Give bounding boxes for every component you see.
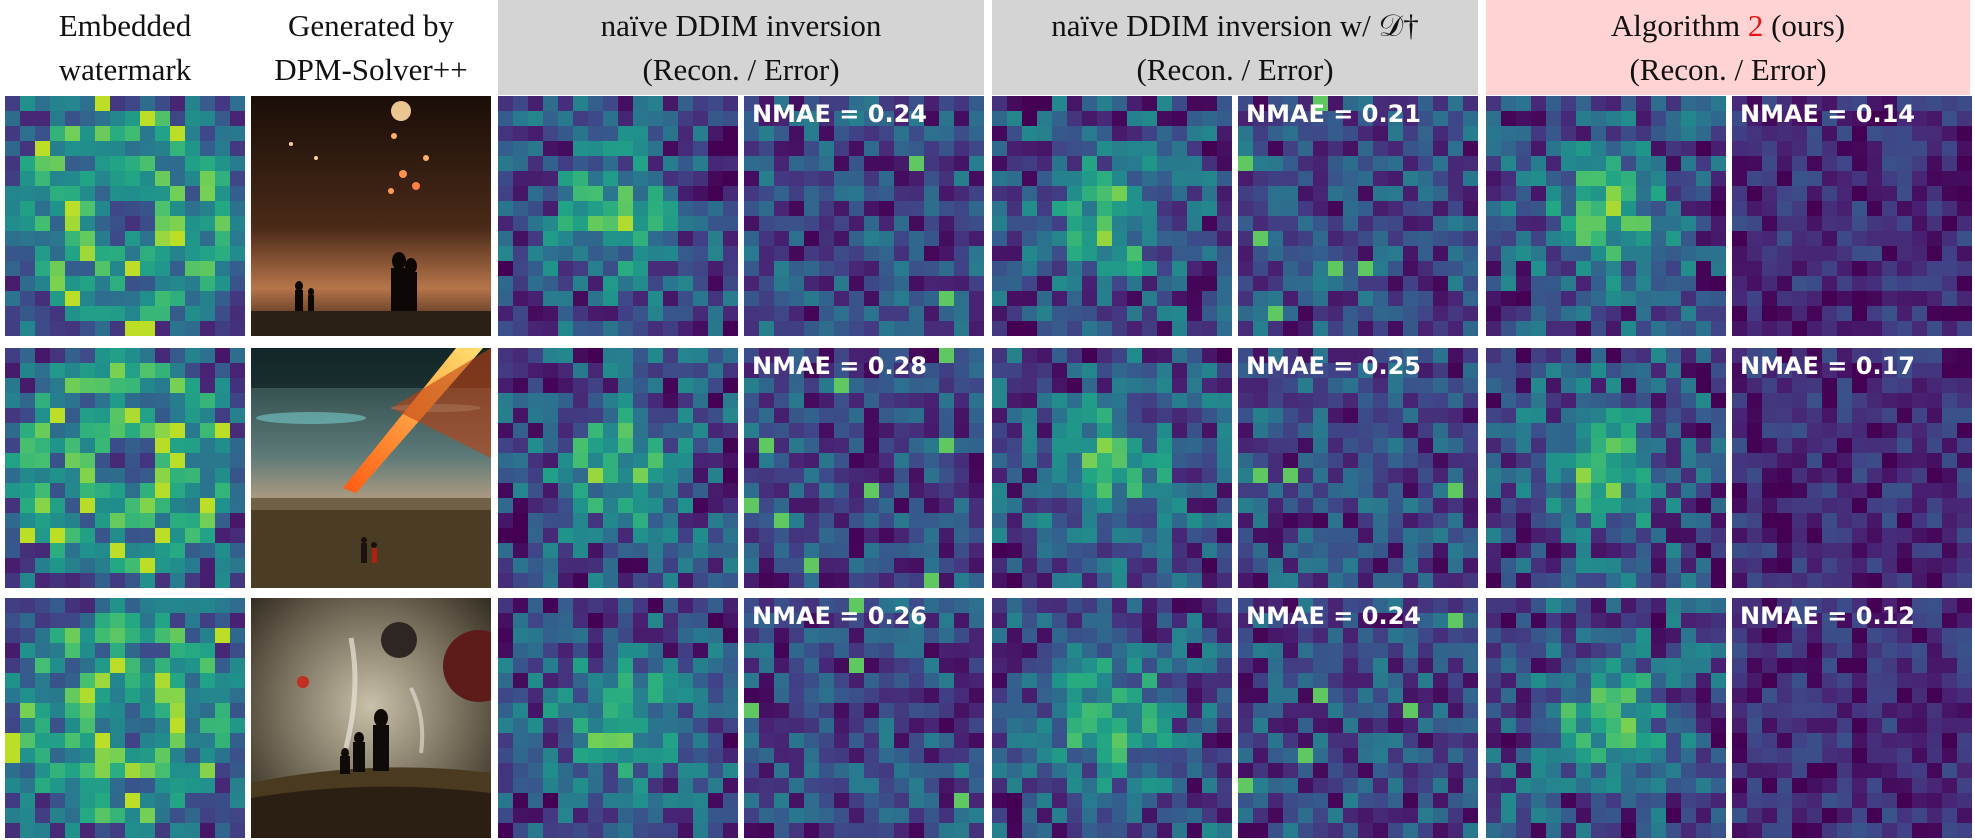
header-line: DPM-Solver++ bbox=[274, 51, 468, 87]
generated-image-fiery-beam-over-field-with-two-people bbox=[251, 348, 491, 588]
nmae-label: NMAE = 0.28 bbox=[752, 352, 927, 380]
nmae-label: NMAE = 0.21 bbox=[1246, 100, 1421, 128]
nmae-label: NMAE = 0.12 bbox=[1740, 602, 1915, 630]
error-pattern bbox=[1732, 598, 1972, 838]
header-embedded-watermark: Embedded watermark bbox=[5, 0, 245, 95]
error-heatmap: NMAE = 0.12 bbox=[1732, 598, 1972, 838]
error-pattern bbox=[1238, 348, 1478, 588]
reconstruction-heatmap bbox=[1486, 96, 1726, 336]
watermark-pattern bbox=[5, 348, 245, 588]
generated-image-floating-planets-with-family-on-hill bbox=[251, 598, 491, 838]
reconstruction-pattern bbox=[1486, 96, 1726, 336]
header-line: naïve DDIM inversion w/ 𝒟† bbox=[1051, 7, 1419, 43]
error-heatmap: NMAE = 0.17 bbox=[1732, 348, 1972, 588]
error-pattern bbox=[744, 598, 984, 838]
watermark-pattern bbox=[5, 96, 245, 336]
reconstruction-heatmap bbox=[992, 598, 1232, 838]
header-line: Generated by bbox=[287, 7, 455, 43]
header-generated: Generated by DPM-Solver++ bbox=[251, 0, 491, 95]
header-line: watermark bbox=[58, 51, 192, 87]
header-line: (Recon. / Error) bbox=[1629, 51, 1827, 87]
error-pattern bbox=[1732, 348, 1972, 588]
header-ours-text: (ours) bbox=[1763, 7, 1846, 43]
reconstruction-pattern bbox=[1486, 598, 1726, 838]
header-line: (Recon. / Error) bbox=[1136, 51, 1334, 87]
error-pattern bbox=[1732, 96, 1972, 336]
reconstruction-heatmap bbox=[992, 96, 1232, 336]
error-heatmap: NMAE = 0.26 bbox=[744, 598, 984, 838]
reconstruction-heatmap bbox=[498, 96, 738, 336]
embedded-watermark-heatmap bbox=[5, 598, 245, 838]
error-heatmap: NMAE = 0.28 bbox=[744, 348, 984, 588]
error-pattern bbox=[1238, 96, 1478, 336]
error-heatmap: NMAE = 0.24 bbox=[744, 96, 984, 336]
reconstruction-pattern bbox=[992, 598, 1232, 838]
nmae-label: NMAE = 0.26 bbox=[752, 602, 927, 630]
header-naive-ddim-dagger: naïve DDIM inversion w/ 𝒟† (Recon. / Err… bbox=[992, 0, 1478, 95]
error-pattern bbox=[1238, 598, 1478, 838]
nmae-label: NMAE = 0.14 bbox=[1740, 100, 1915, 128]
error-pattern bbox=[744, 348, 984, 588]
embedded-watermark-heatmap bbox=[5, 96, 245, 336]
reconstruction-pattern bbox=[498, 96, 738, 336]
generated-image-meteor-shower-with-silhouetted-family bbox=[251, 96, 491, 336]
reconstruction-heatmap bbox=[498, 598, 738, 838]
reconstruction-pattern bbox=[992, 96, 1232, 336]
nmae-label: NMAE = 0.24 bbox=[1246, 602, 1421, 630]
nmae-label: NMAE = 0.25 bbox=[1246, 352, 1421, 380]
algorithm-reference-link[interactable]: 2 bbox=[1747, 7, 1764, 43]
reconstruction-heatmap bbox=[498, 348, 738, 588]
error-pattern bbox=[744, 96, 984, 336]
reconstruction-heatmap bbox=[1486, 598, 1726, 838]
error-heatmap: NMAE = 0.24 bbox=[1238, 598, 1478, 838]
reconstruction-pattern bbox=[992, 348, 1232, 588]
watermark-pattern bbox=[5, 598, 245, 838]
error-heatmap: NMAE = 0.25 bbox=[1238, 348, 1478, 588]
header-algorithm-ours: Algorithm 2 (ours) (Recon. / Error) bbox=[1486, 0, 1970, 95]
header-line: Embedded bbox=[58, 7, 192, 43]
header-line: (Recon. / Error) bbox=[642, 51, 840, 87]
header-line: naïve DDIM inversion bbox=[600, 7, 882, 43]
reconstruction-pattern bbox=[1486, 348, 1726, 588]
header-naive-ddim: naïve DDIM inversion (Recon. / Error) bbox=[498, 0, 984, 95]
nmae-label: NMAE = 0.24 bbox=[752, 100, 927, 128]
nmae-label: NMAE = 0.17 bbox=[1740, 352, 1915, 380]
embedded-watermark-heatmap bbox=[5, 348, 245, 588]
error-heatmap: NMAE = 0.21 bbox=[1238, 96, 1478, 336]
reconstruction-heatmap bbox=[992, 348, 1232, 588]
header-algorithm-text: Algorithm bbox=[1610, 7, 1748, 43]
reconstruction-pattern bbox=[498, 348, 738, 588]
header-line: Algorithm 2 (ours) bbox=[1611, 4, 1845, 48]
reconstruction-heatmap bbox=[1486, 348, 1726, 588]
error-heatmap: NMAE = 0.14 bbox=[1732, 96, 1972, 336]
reconstruction-pattern bbox=[498, 598, 738, 838]
